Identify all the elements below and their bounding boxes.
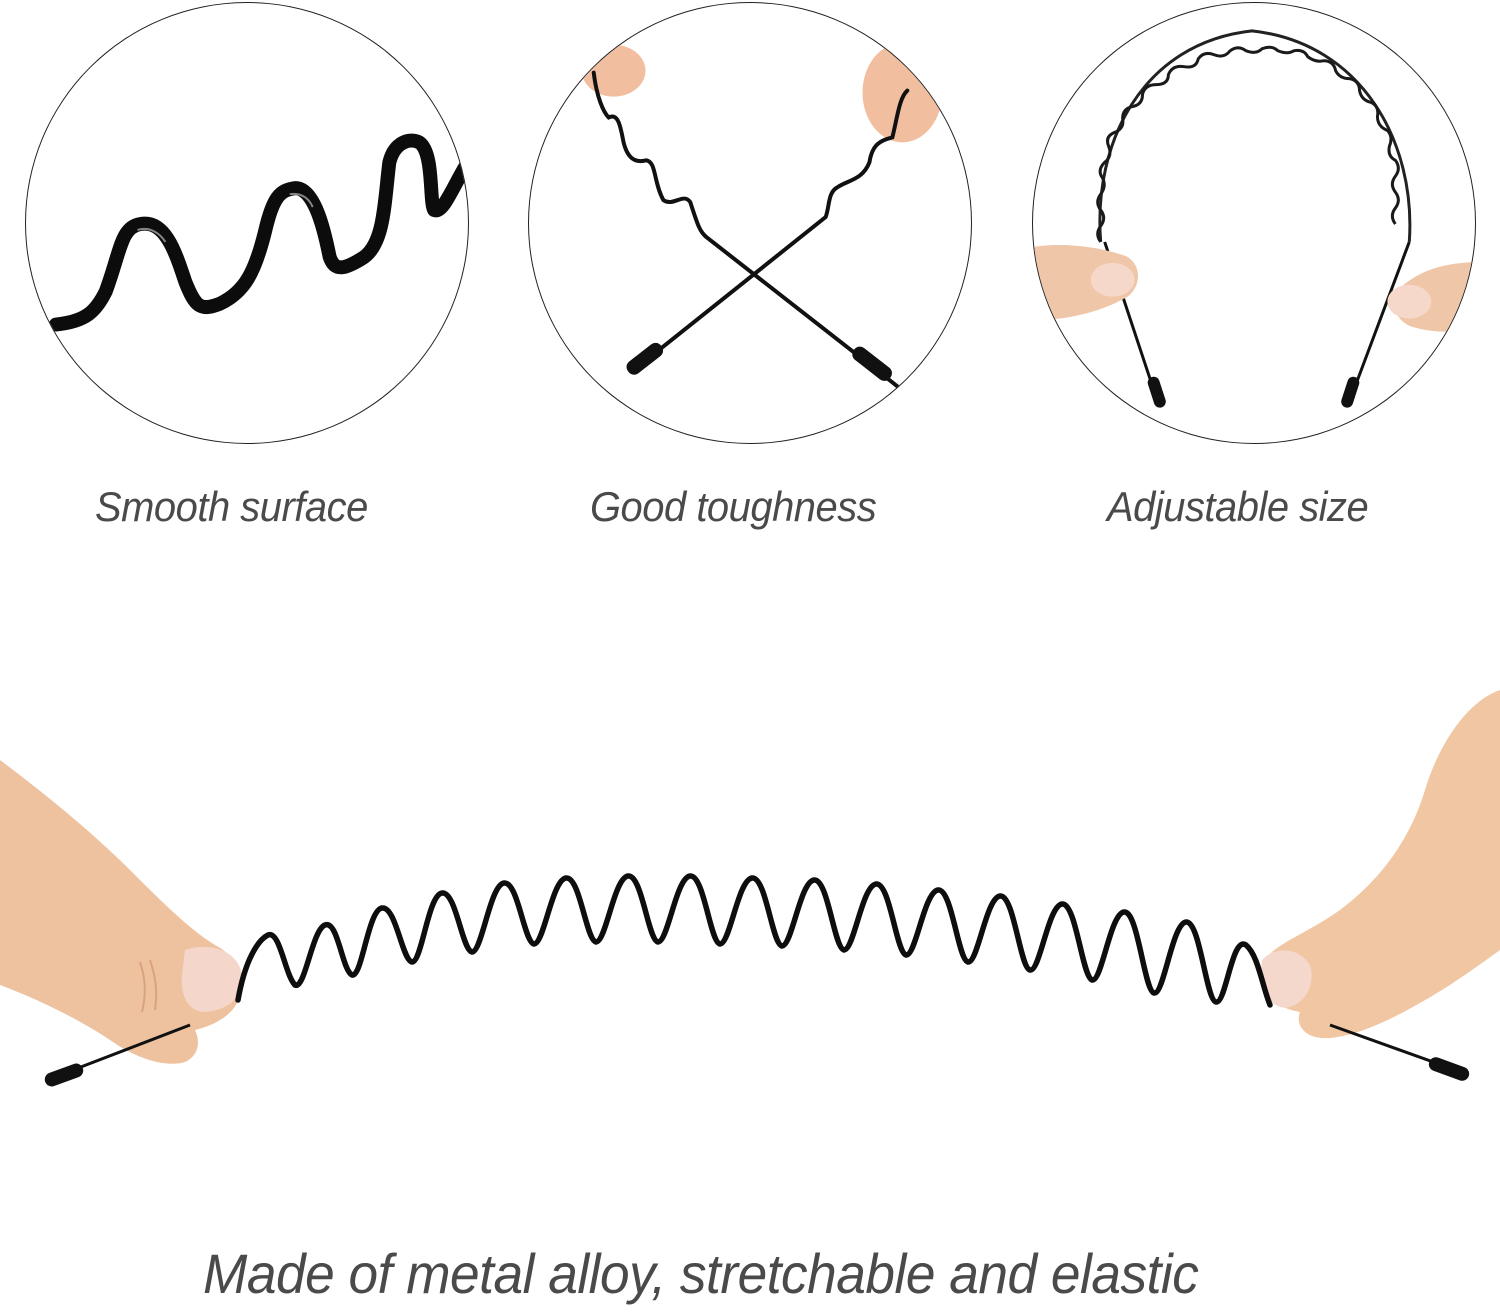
right-hand-icon: [1260, 690, 1500, 1039]
arched-wavy-headband-icon: [1033, 29, 1475, 408]
crossed-headband-ends-icon: [581, 42, 943, 389]
feature-caption-good-toughness: Good toughness: [590, 483, 877, 530]
feature-image-smooth-surface: [25, 2, 469, 444]
stretched-wavy-headband-icon: [0, 690, 1500, 1087]
main-caption: Made of metal alloy, stretchable and ela…: [203, 1242, 1199, 1305]
left-hand-icon: [0, 760, 243, 1064]
feature-image-adjustable-size: [1032, 2, 1476, 444]
wavy-wire-closeup-icon: [48, 133, 468, 332]
feature-image-good-toughness: [528, 2, 972, 444]
feature-caption-smooth-surface: Smooth surface: [95, 483, 368, 530]
feature-caption-adjustable-size: Adjustable size: [1107, 483, 1369, 530]
